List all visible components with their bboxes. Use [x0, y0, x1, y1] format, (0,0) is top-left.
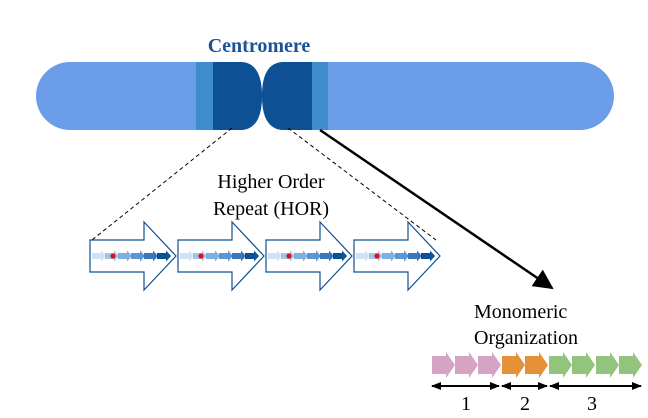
monomer-arrow-type1: [432, 352, 455, 378]
hor-monomer-arrow: [333, 250, 347, 262]
hor-monomer-arrow: [382, 250, 396, 262]
hor-monomer-arrow: [180, 250, 194, 262]
monomer-arrow-type2: [502, 352, 525, 378]
hor-monomer-arrow: [245, 250, 259, 262]
hor-monomer-arrow: [219, 250, 233, 262]
centromere-core-left: [213, 62, 262, 130]
monomeric-label-line2: Organization: [474, 327, 578, 349]
zoom-line-left: [91, 127, 233, 241]
hor-unit: [353, 220, 441, 292]
hor-monomer-arrow: [131, 250, 145, 262]
pointer-arrow: [319, 128, 554, 290]
hor-monomer-arrow: [421, 250, 435, 262]
monomer-arrow-type2: [525, 352, 548, 378]
zoom-line-right: [287, 127, 437, 241]
segment-label-3: 3: [587, 393, 597, 415]
monomer-arrow-type3: [619, 352, 642, 378]
chromosome-right-arm: [262, 62, 614, 130]
hor-monomer-arrow: [157, 250, 171, 262]
centromere-band-right: [312, 62, 328, 130]
hor-monomer-arrow: [395, 250, 409, 262]
monomer-arrow-type1: [478, 352, 501, 378]
hor-monomer-arrow: [144, 250, 158, 262]
hor-monomer-arrow: [92, 250, 106, 262]
chromosome: [36, 62, 614, 130]
hor-monomer-arrow: [320, 250, 334, 262]
hor-monomer-arrow: [307, 250, 321, 262]
hor-monomer-arrow: [118, 250, 132, 262]
hor-unit: [177, 220, 265, 292]
hor-label-line2: Repeat (HOR): [213, 198, 329, 220]
centromere-title: Centromere: [208, 35, 311, 57]
monomer-arrow-type3: [549, 352, 572, 378]
hor-monomer-arrow: [408, 250, 422, 262]
hor-marker-dot: [374, 253, 380, 259]
hor-monomer-arrow: [268, 250, 282, 262]
hor-unit: [89, 220, 177, 292]
hor-monomer-arrow: [206, 250, 220, 262]
hor-marker-dot: [286, 253, 292, 259]
hor-marker-dot: [110, 253, 116, 259]
centromere-core-right: [262, 62, 312, 130]
hor-monomer-arrow: [294, 250, 308, 262]
hor-monomer-arrow: [356, 250, 370, 262]
hor-label-line1: Higher Order: [217, 171, 325, 193]
monomeric-label-line1: Monomeric: [474, 301, 567, 323]
centromere-band-left: [196, 62, 213, 130]
hor-monomer-arrow: [232, 250, 246, 262]
monomer-arrows: [432, 352, 642, 378]
segment-label-1: 1: [461, 393, 471, 415]
hor-unit: [265, 220, 353, 292]
hor-marker-dot: [198, 253, 204, 259]
monomer-arrow-type1: [455, 352, 478, 378]
monomer-arrow-type3: [596, 352, 619, 378]
monomer-arrow-type3: [572, 352, 595, 378]
hor-units: [89, 220, 441, 292]
segment-scale: 1 2 3: [431, 382, 642, 415]
segment-label-2: 2: [520, 393, 530, 415]
